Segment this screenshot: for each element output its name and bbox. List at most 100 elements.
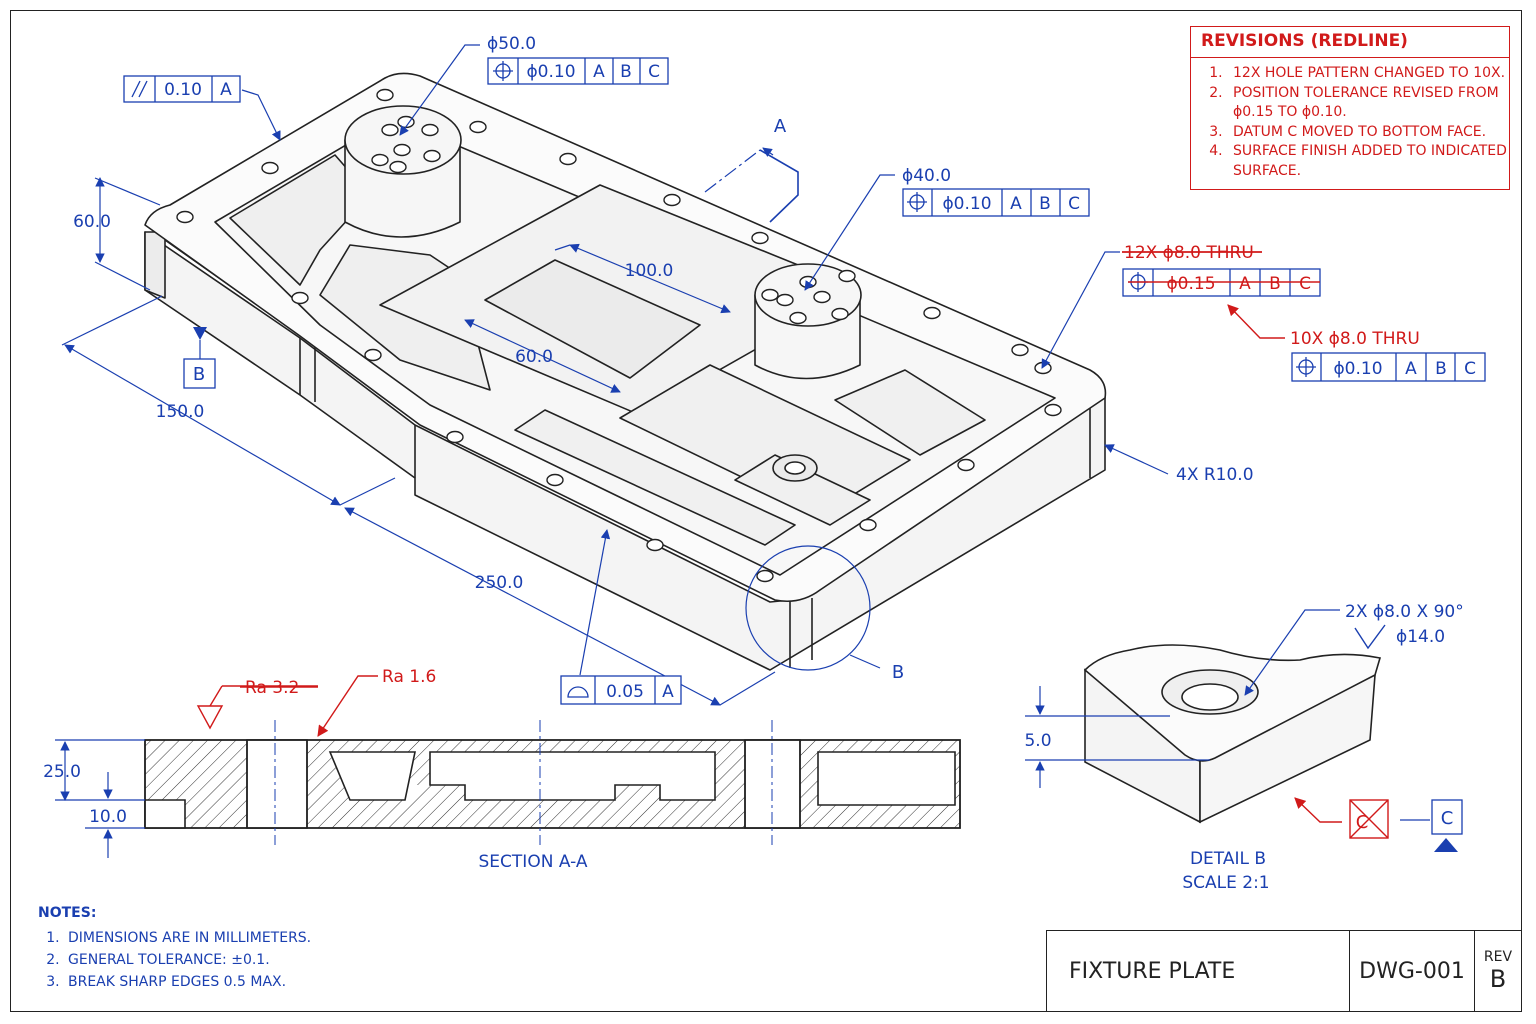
dim-boss2-dia: ϕ40.0	[902, 166, 951, 186]
revisions-list: 12X HOLE PATTERN CHANGED TO 10X. POSITIO…	[1191, 64, 1509, 181]
mounting-hole	[546, 473, 564, 487]
dim-pocket-length: 100.0	[625, 261, 674, 281]
dim-width: 150.0	[156, 402, 205, 422]
fcf-parallel-value: 0.10	[164, 80, 202, 100]
mounting-hole	[469, 120, 487, 134]
dimension-lines	[55, 44, 1430, 858]
fcf-holes-old-datum-b: B	[1269, 274, 1281, 294]
fcf-boss1-datum-b: B	[620, 62, 632, 82]
mounting-hole	[923, 306, 941, 320]
mounting-hole	[838, 269, 856, 283]
dim-height: 60.0	[73, 212, 111, 232]
revision-item: POSITION TOLERANCE REVISED FROM ϕ0.15 TO…	[1227, 84, 1509, 123]
dim-section-depth: 25.0	[43, 762, 81, 782]
dim-pocket-width: 60.0	[515, 347, 553, 367]
mounting-hole	[663, 193, 681, 207]
mounting-hole	[1044, 403, 1062, 417]
mounting-hole	[751, 231, 769, 245]
mounting-hole	[261, 161, 279, 175]
mounting-hole	[423, 149, 441, 163]
fcf-boss1-datum-c: C	[648, 62, 660, 82]
mounting-hole	[1011, 343, 1029, 357]
detail-label: DETAIL B	[1190, 849, 1266, 869]
mounting-hole	[364, 348, 382, 362]
part-left-face	[144, 231, 166, 299]
rev-label: REV	[1483, 949, 1513, 965]
fcf-parallel-datum: A	[220, 80, 232, 100]
note-item: GENERAL TOLERANCE: ±0.1.	[64, 949, 311, 971]
revisions-table: REVISIONS (REDLINE) 12X HOLE PATTERN CHA…	[1190, 26, 1510, 190]
mounting-hole	[756, 569, 774, 583]
notes-title: NOTES:	[38, 905, 97, 921]
fcf-holes-new	[1291, 352, 1486, 382]
mounting-hole	[446, 430, 464, 444]
datum-b-triangle	[193, 327, 207, 340]
title-block: FIXTURE PLATE DWG-001 REV B	[1046, 930, 1522, 1012]
fcf-holes-old-datum-a: A	[1239, 274, 1251, 294]
surface-finish-new: Ra 1.6	[382, 667, 436, 687]
dim-corner-radius: 4X R10.0	[1176, 465, 1254, 485]
mounting-hole	[957, 458, 975, 472]
fcf-boss2-datum-a: A	[1010, 194, 1022, 214]
mounting-hole	[761, 288, 779, 302]
mounting-hole	[421, 123, 439, 137]
dim-section-step: 10.0	[89, 807, 127, 827]
revision-cell: REV B	[1475, 931, 1521, 1011]
mounting-hole	[389, 160, 407, 174]
countersink-callout: 2X ϕ8.0 X 90°	[1345, 602, 1464, 622]
fcf-boss2-value: ϕ0.10	[942, 194, 991, 214]
mounting-hole	[1034, 361, 1052, 375]
mounting-hole	[371, 153, 389, 167]
datum-b-box	[183, 358, 216, 389]
fcf-flatness-datum: A	[662, 682, 674, 702]
fcf-boss1-datum-a: A	[593, 62, 605, 82]
note-item: BREAK SHARP EDGES 0.5 MAX.	[64, 971, 311, 993]
fcf-holes-old-value: ϕ0.15	[1166, 274, 1215, 294]
note-item: DIMENSIONS ARE IN MILLIMETERS.	[64, 927, 311, 949]
detail-callout-label: B	[892, 662, 904, 683]
fcf-boss2-datum-c: C	[1068, 194, 1080, 214]
datum-b-label: B	[193, 364, 205, 385]
datum-c-label: C	[1441, 808, 1454, 829]
isometric-part	[144, 72, 1107, 671]
drawing-title: FIXTURE PLATE	[1047, 931, 1350, 1011]
countersink-diameter: ϕ14.0	[1396, 627, 1445, 647]
datum-c-old-label: C	[1356, 812, 1369, 833]
fcf-boss1-value: ϕ0.10	[526, 62, 575, 82]
mounting-hole	[813, 290, 831, 304]
revisions-title: REVISIONS (REDLINE)	[1191, 27, 1509, 58]
mounting-hole	[291, 291, 309, 305]
fcf-boss2	[902, 188, 1090, 217]
fcf-holes-old-datum-c: C	[1299, 274, 1311, 294]
surface-finish-old: Ra 3.2	[245, 678, 299, 698]
dim-detail-depth: 5.0	[1024, 731, 1051, 751]
notes-block: NOTES: DIMENSIONS ARE IN MILLIMETERS. GE…	[38, 905, 311, 993]
fcf-holes-new-datum-c: C	[1464, 359, 1476, 379]
fcf-parallel	[123, 75, 241, 103]
datum-c-box	[1431, 799, 1463, 835]
mounting-hole	[559, 152, 577, 166]
revision-item: SURFACE FINISH ADDED TO INDICATED SURFAC…	[1227, 142, 1509, 181]
drawing-number: DWG-001	[1350, 931, 1475, 1011]
mounting-hole	[646, 538, 664, 552]
detail-scale: SCALE 2:1	[1182, 873, 1269, 893]
mounting-holes	[176, 88, 1062, 583]
revision-item: DATUM C MOVED TO BOTTOM FACE.	[1227, 123, 1509, 143]
mounting-hole	[376, 88, 394, 102]
rev-value: B	[1489, 965, 1507, 993]
datum-c-triangle	[1434, 838, 1458, 852]
section-view	[144, 720, 961, 845]
section-label: SECTION A-A	[479, 852, 588, 872]
dim-length: 250.0	[475, 573, 524, 593]
mounting-hole	[381, 123, 399, 137]
mounting-hole	[776, 293, 794, 307]
mounting-hole	[789, 311, 807, 325]
hole-callout-old: 12X ϕ8.0 THRU	[1124, 243, 1254, 263]
fcf-flatness-value: 0.05	[606, 682, 644, 702]
fcf-holes-new-value: ϕ0.10	[1333, 359, 1382, 379]
mounting-hole	[831, 307, 849, 321]
fcf-boss1	[487, 57, 669, 85]
section-cut-label: A	[774, 116, 787, 137]
revision-item: 12X HOLE PATTERN CHANGED TO 10X.	[1227, 64, 1509, 84]
notes-list: DIMENSIONS ARE IN MILLIMETERS. GENERAL T…	[38, 927, 311, 993]
